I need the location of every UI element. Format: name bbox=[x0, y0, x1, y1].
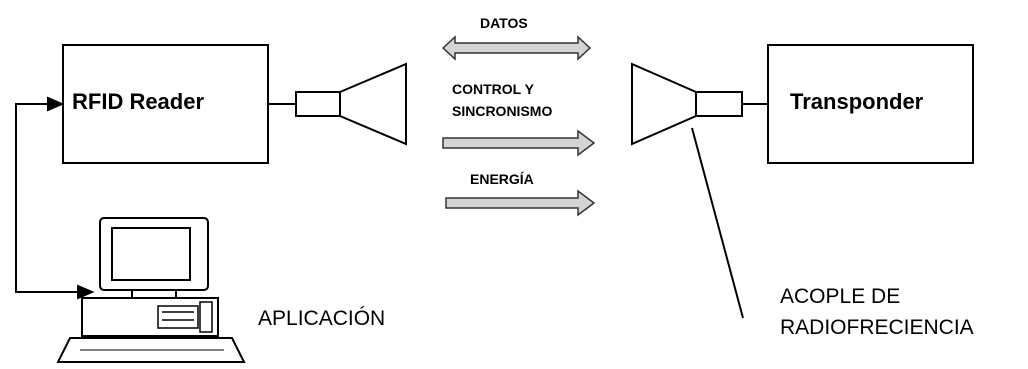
energia-arrow bbox=[445, 189, 596, 217]
transponder-box bbox=[767, 44, 974, 164]
coupling-pointer-line bbox=[691, 127, 744, 319]
control-label-line2: SINCRONISMO bbox=[452, 103, 552, 119]
connector-arrow-head-pc bbox=[77, 284, 95, 300]
transponder-antenna-neck bbox=[695, 91, 743, 117]
control-label-line1: CONTROL Y bbox=[452, 81, 535, 97]
transponder-antenna bbox=[631, 62, 768, 146]
datos-label: DATOS bbox=[480, 15, 528, 31]
monitor-screen bbox=[111, 227, 191, 281]
datos-double-arrow bbox=[441, 35, 592, 61]
connector-arrow-head-reader bbox=[47, 96, 65, 112]
reader-antenna-neck bbox=[295, 91, 341, 117]
reader-antenna-horn bbox=[339, 62, 407, 146]
system-unit-side bbox=[199, 301, 213, 333]
reader-antenna bbox=[268, 62, 407, 146]
rfid-reader-block: RFID Reader bbox=[62, 44, 269, 164]
drive-bay bbox=[157, 305, 199, 329]
control-arrow bbox=[442, 129, 596, 157]
transponder-label: Transponder bbox=[790, 89, 924, 114]
monitor-stand bbox=[131, 289, 177, 299]
transponder-antenna-horn bbox=[631, 62, 697, 146]
energia-label: ENERGÍA bbox=[470, 171, 534, 187]
application-connector bbox=[15, 96, 95, 300]
transponder-block: Transponder bbox=[767, 44, 974, 164]
coupling-label-line2: RADIOFRECIENCIA bbox=[780, 316, 974, 339]
signal-labels: DATOS CONTROL Y SINCRONISMO ENERGÍA bbox=[452, 15, 552, 187]
computer-icon bbox=[56, 217, 246, 363]
signal-arrows bbox=[441, 35, 596, 217]
application-label: APLICACIÓN bbox=[258, 307, 385, 330]
connector-line bbox=[15, 103, 80, 293]
coupling-label-line1: ACOPLE DE bbox=[780, 285, 900, 308]
rfid-reader-label: RFID Reader bbox=[72, 89, 204, 114]
